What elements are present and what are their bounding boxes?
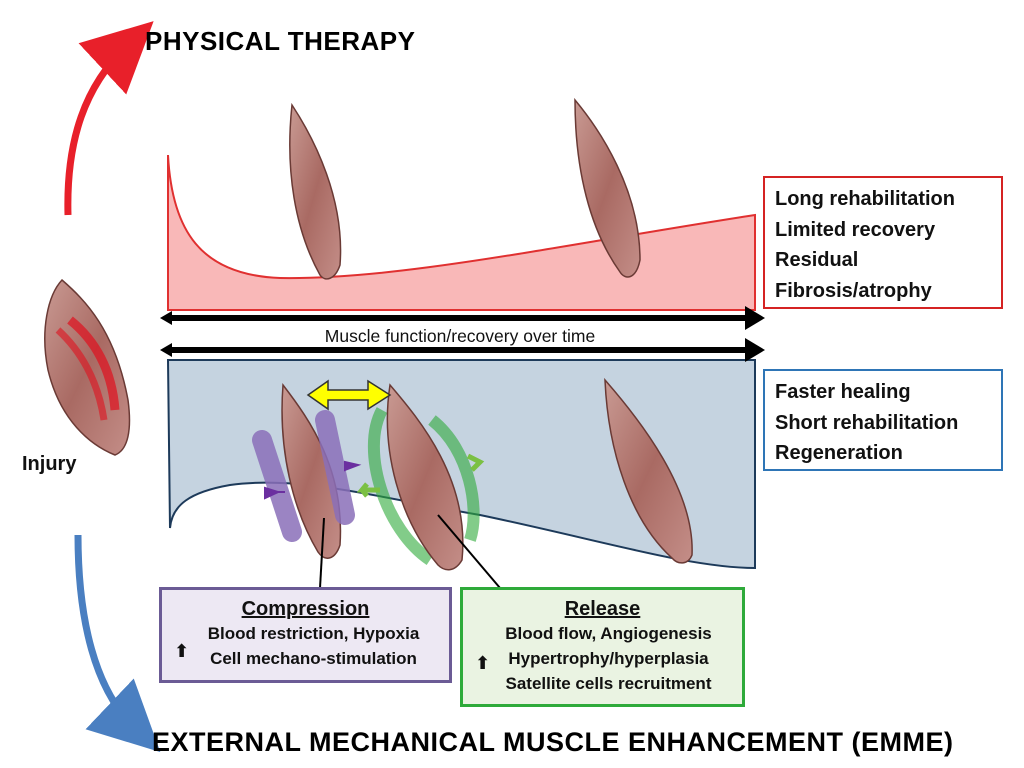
compression-muscle [252, 382, 362, 559]
timeline-arrow-top [160, 306, 765, 330]
physical-therapy-outcomes: Long rehabilitation Limited recovery Res… [763, 176, 1003, 309]
compression-title: Compression [241, 598, 370, 620]
release-pointer-line [437, 514, 501, 589]
compression-line: Blood restriction, Hypoxia [207, 624, 420, 643]
release-line: Satellite cells recruitment [505, 674, 712, 693]
timeline-arrow-bottom [160, 338, 765, 362]
outcome-item: Fibrosis/atrophy [775, 279, 932, 302]
release-line: Hypertrophy/hyperplasia [508, 649, 709, 668]
compression-release-swap-arrow [306, 379, 392, 411]
outcome-item: Faster healing [775, 381, 911, 403]
outcome-item: Long rehabilitation [775, 188, 955, 210]
outcome-item: Short rehabilitation [775, 411, 959, 434]
emme-muscle-final [604, 377, 693, 564]
release-box: Release ⬆ Blood flow, Angiogenesis Hyper… [460, 587, 745, 707]
physical-therapy-area [167, 154, 756, 311]
outcome-item: Residual [775, 249, 859, 271]
physical-therapy-title: PHYSICAL THERAPY [145, 26, 416, 56]
emme-title: EXTERNAL MECHANICAL MUSCLE ENHANCEMENT (… [152, 727, 954, 757]
injured-muscle [44, 278, 131, 456]
compression-box: Compression ⬆ Blood restriction, Hypoxia… [159, 587, 452, 683]
up-arrow-icon: ⬆ [174, 641, 190, 661]
release-line: Blood flow, Angiogenesis [505, 624, 712, 643]
compression-pointer-line [319, 517, 325, 589]
up-arrow-icon: ⬆ [475, 653, 491, 673]
outcome-item: Limited recovery [775, 218, 936, 241]
timeline-label: Muscle function/recovery over time [324, 326, 596, 346]
physical-therapy-arrow [64, 21, 154, 216]
emme-arrow [74, 534, 161, 753]
emme-outcomes: Faster healing Short rehabilitation Rege… [763, 369, 1003, 471]
pt-muscle-1 [289, 102, 342, 280]
injury-label: Injury [22, 453, 77, 475]
outcome-item: Regeneration [775, 442, 903, 464]
pt-muscle-2 [574, 97, 641, 278]
compression-line: Cell mechano-stimulation [210, 649, 417, 668]
release-title: Release [564, 598, 641, 620]
